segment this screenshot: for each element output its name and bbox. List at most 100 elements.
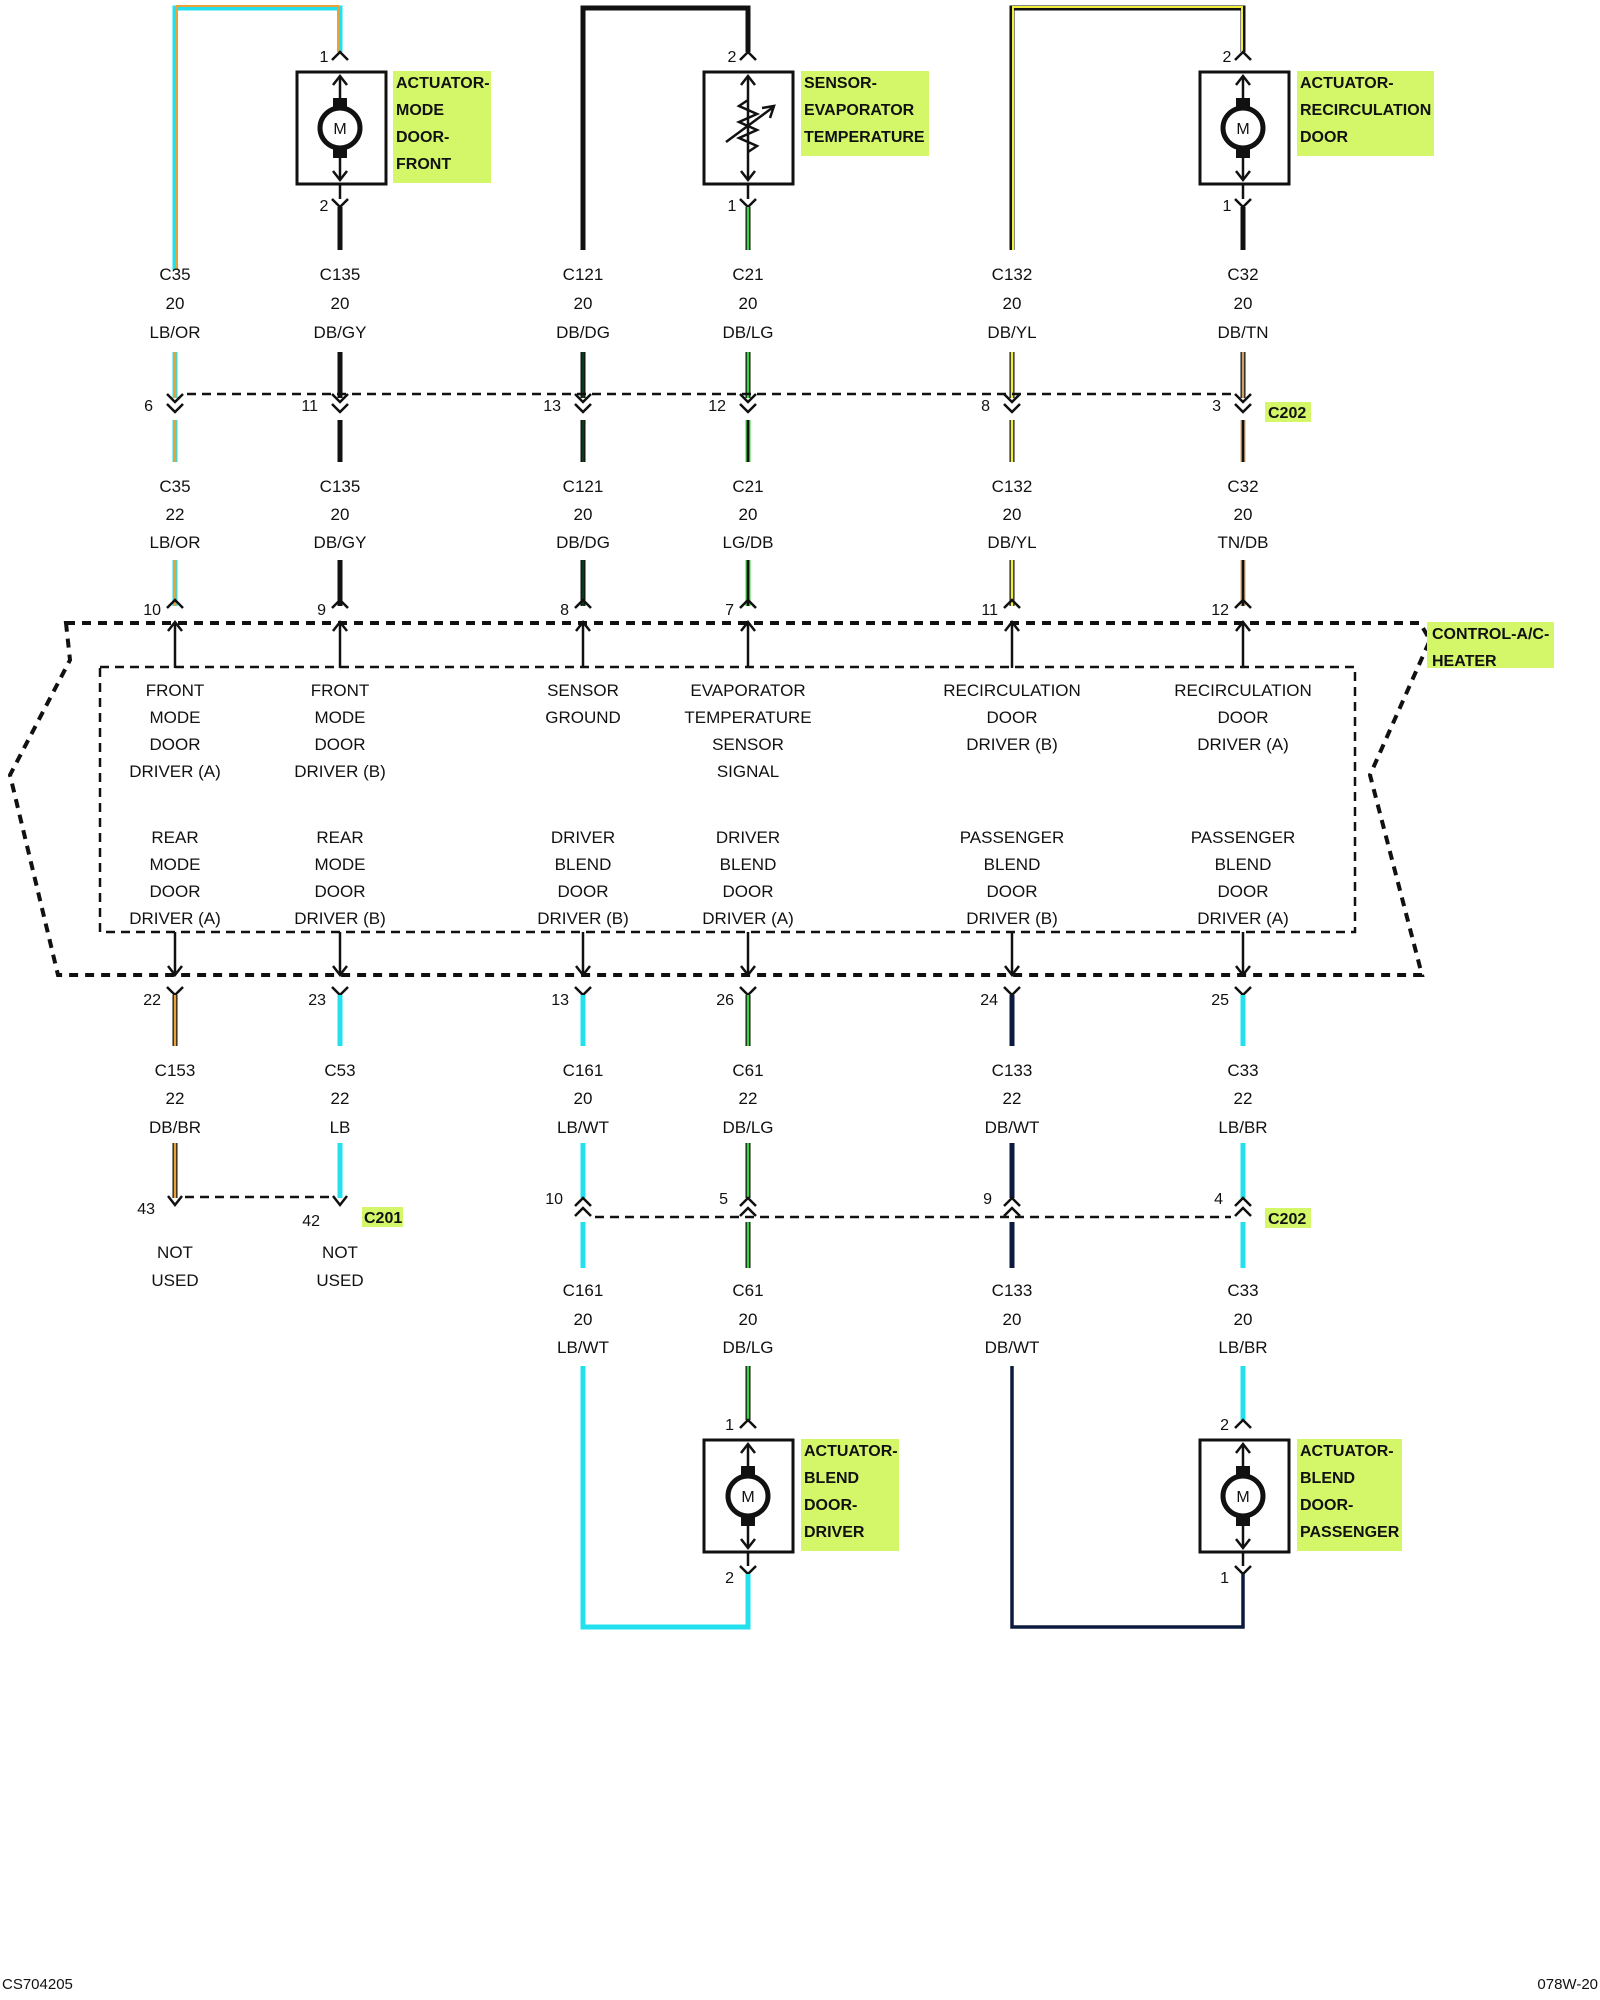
c202-upper-pin-13-b <box>574 403 592 414</box>
circuit-color-C132-b: DB/YL <box>987 533 1036 552</box>
upper-function-4-line-1: DOOR <box>987 708 1038 727</box>
circuit-gauge-C32-b: 20 <box>1234 505 1253 524</box>
mode-front-pin-1: 1 <box>320 49 329 66</box>
circuit-name-C32-b: C32 <box>1227 477 1258 496</box>
c202-upper-pin-label-11: 11 <box>301 398 318 415</box>
c202-lower-highlight <box>1265 1208 1311 1228</box>
lower-function-1-line-1: MODE <box>315 855 366 874</box>
circuit-color-C135-a: DB/GY <box>314 323 367 342</box>
mode-front-arrow-bottom <box>332 170 348 183</box>
module-upper-pin-8: 8 <box>560 602 569 619</box>
module-upper-pin-chevron-8 <box>574 598 592 609</box>
upper-function-3-line-1: TEMPERATURE <box>684 708 811 727</box>
circuit-gauge-C133-b: 20 <box>1003 1310 1022 1329</box>
module-lower-pin-chevron-13 <box>574 986 592 997</box>
evap-sensor-arrow-top <box>740 73 756 86</box>
module-lower-pin-25: 25 <box>1211 992 1229 1009</box>
circuit-gauge-C135-b: 20 <box>331 505 350 524</box>
upper-function-0-line-0: FRONT <box>146 681 205 700</box>
evap-pin2-chevron <box>739 50 757 61</box>
lower-function-0-line-1: MODE <box>150 855 201 874</box>
upper-function-3-line-3: SIGNAL <box>717 762 779 781</box>
lower-function-2-line-1: BLEND <box>555 855 612 874</box>
circuit-name-C121-a: C121 <box>563 265 604 284</box>
mode-front-pin2-chevron <box>331 198 349 209</box>
module-lower-pin-chevron-24 <box>1003 986 1021 997</box>
evap-thermistor-arrowhead <box>761 104 776 119</box>
c201-label: C201 <box>364 1210 402 1227</box>
comp-mode-front-line-3: FRONT <box>396 156 451 173</box>
upper-function-0-line-1: MODE <box>150 708 201 727</box>
circuit-name-C132-a: C132 <box>992 265 1033 284</box>
c202-upper-pin-label-13: 13 <box>543 398 561 415</box>
comp-blend-driver-line-0: ACTUATOR- <box>804 1443 898 1460</box>
module-lower-pin-chevron-25 <box>1234 986 1252 997</box>
lower-function-5-line-1: BLEND <box>1215 855 1272 874</box>
module-upper-pin-chevron-11 <box>1003 598 1021 609</box>
lower-function-4-line-2: DOOR <box>987 882 1038 901</box>
circuit-gauge-C33-a: 22 <box>1234 1089 1253 1108</box>
recirc-pin2-chevron <box>1234 50 1252 61</box>
lower-function-5-line-2: DOOR <box>1218 882 1269 901</box>
c202-lower-pin-10: 10 <box>545 1191 563 1208</box>
c202-upper-pin-6-b <box>166 403 184 414</box>
circuit-gauge-C133-a: 22 <box>1003 1089 1022 1108</box>
circuit-name-C35-b: C35 <box>159 477 190 496</box>
circuit-name-C135-b: C135 <box>320 477 361 496</box>
evap-pin-1: 1 <box>728 198 737 215</box>
c202-lower-pin-chevron-b-4 <box>1003 1206 1021 1217</box>
module-lower-pin-chevron-23 <box>331 986 349 997</box>
c201-pin-43: 43 <box>137 1201 155 1218</box>
circuit-gauge-C21-b: 20 <box>739 505 758 524</box>
lower-function-2-line-0: DRIVER <box>551 828 615 847</box>
module-upper-arrow-2 <box>575 619 591 632</box>
circuit-color-C161-b: LB/WT <box>557 1338 609 1357</box>
lower-function-3-line-1: BLEND <box>720 855 777 874</box>
upper-function-0-line-2: DOOR <box>150 735 201 754</box>
c202-upper-pin-6-a <box>166 393 184 404</box>
evap-pin-2: 2 <box>728 49 737 66</box>
lower-function-3-line-3: DRIVER (A) <box>702 909 794 928</box>
mode-front-motor-brush-top <box>333 98 347 108</box>
c201-pin-42: 42 <box>302 1213 320 1230</box>
comp-evap-line-0: SENSOR- <box>804 75 877 92</box>
module-upper-pin-chevron-10 <box>166 598 184 609</box>
lower-function-4-line-1: BLEND <box>984 855 1041 874</box>
circuit-color-C61-a: DB/LG <box>722 1118 773 1137</box>
c202-lower-pin-chevron-a-4 <box>1003 1196 1021 1207</box>
comp-blend-driver-line-1: BLEND <box>804 1470 859 1487</box>
circuit-gauge-C153-a: 22 <box>166 1089 185 1108</box>
blend-driver-motor-m-label: M <box>741 1489 754 1506</box>
upper-function-3-line-2: SENSOR <box>712 735 784 754</box>
circuit-gauge-C161-a: 20 <box>574 1089 593 1108</box>
module-lower-arrow-2 <box>575 965 591 978</box>
module-upper-arrow-3 <box>740 619 756 632</box>
c201-pin-chevron-43 <box>167 1195 183 1208</box>
circuit-color-C121-b: DB/DG <box>556 533 610 552</box>
c202-upper-pin-12-b <box>739 403 757 414</box>
upper-function-3-line-0: EVAPORATOR <box>690 681 805 700</box>
blend-passenger-pin-1: 1 <box>1220 1570 1229 1587</box>
lower-function-0-line-3: DRIVER (A) <box>129 909 221 928</box>
lower-function-2-line-3: DRIVER (B) <box>537 909 629 928</box>
footer-page-ref: 078W-20 <box>1537 1976 1598 1993</box>
mode-front-arrow-top <box>332 73 348 86</box>
circuit-color-C32-a: DB/TN <box>1218 323 1269 342</box>
circuit-gauge-C61-a: 22 <box>739 1089 758 1108</box>
circuit-name-C35-a: C35 <box>159 265 190 284</box>
comp-mode-front-line-1: MODE <box>396 102 444 119</box>
comp-evap-line-2: TEMPERATURE <box>804 129 925 146</box>
module-upper-pin-chevron-12 <box>1234 598 1252 609</box>
control-label-highlight <box>1427 622 1554 668</box>
comp-recirc-highlight <box>1297 71 1434 156</box>
blend-driver-motor-brush-bottom <box>741 1516 755 1526</box>
comp-blend-driver-line-3: DRIVER <box>804 1524 865 1541</box>
circuit-gauge-C61-b: 20 <box>739 1310 758 1329</box>
c202-lower-pin-chevron-b-3 <box>739 1206 757 1217</box>
comp-blend-passenger-line-2: DOOR- <box>1300 1497 1353 1514</box>
recirc-arrow-top <box>1235 73 1251 86</box>
circuit-gauge-C21-a: 20 <box>739 294 758 313</box>
module-upper-arrow-4 <box>1004 619 1020 632</box>
blend-passenger-pin-2: 2 <box>1220 1417 1229 1434</box>
